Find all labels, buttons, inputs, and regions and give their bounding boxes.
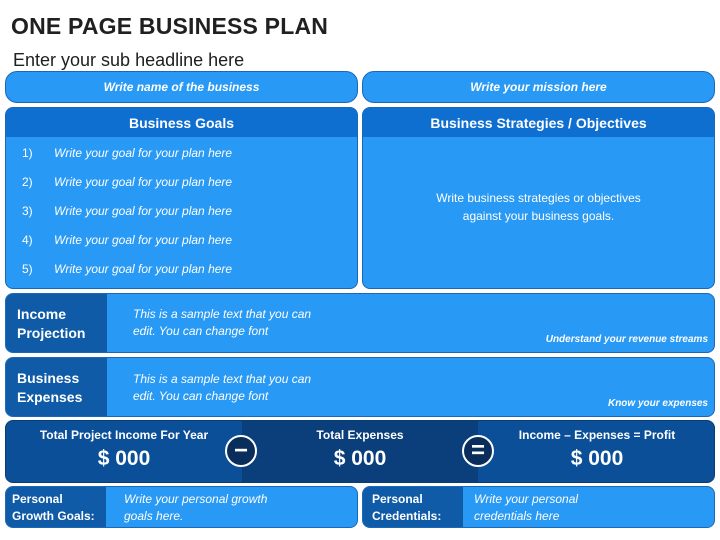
total-income-cell: Total Project Income For Year $ 000 [6,421,242,482]
profit-label: Income – Expenses = Profit [518,428,676,442]
goal-text: Write your goal for your plan here [54,175,233,189]
expenses-label-line-1: Business [17,370,80,386]
goal-item[interactable]: 5) Write your goal for your plan here [22,262,357,288]
income-projection-text[interactable]: This is a sample text that you can edit.… [133,306,311,340]
income-projection-label: Income Projection [6,294,107,352]
growth-text-line-2: goals here. [124,509,184,523]
business-name-text: Write name of the business [103,80,260,94]
personal-growth-goals-text[interactable]: Write your personal growth goals here. [124,491,267,525]
strategies-text[interactable]: Write business strategies or objectives … [363,152,714,262]
expenses-note: Know your expenses [607,398,708,409]
business-name-field[interactable]: Write name of the business [5,71,358,103]
goal-number: 1) [22,146,33,160]
goal-number: 2) [22,175,33,189]
goal-item[interactable]: 3) Write your goal for your plan here [22,204,357,233]
personal-credentials-text[interactable]: Write your personal credentials here [474,491,578,525]
total-expenses-cell: Total Expenses $ 000 [242,421,478,482]
equals-icon: = [462,435,494,467]
strategies-line-1: Write business strategies or objectives [436,191,641,205]
goal-text: Write your goal for your plan here [54,262,233,276]
growth-label-line-1: Personal [12,492,63,506]
page-subtitle: Enter your sub headline here [13,50,245,70]
growth-label-line-2: Growth Goals: [12,509,95,523]
business-expenses-label: Business Expenses [6,358,107,416]
goal-text: Write your goal for your plan here [54,204,233,218]
expenses-label-line-2: Expenses [17,389,83,405]
goal-item[interactable]: 1) Write your goal for your plan here [22,146,357,175]
credentials-text-line-1: Write your personal [474,492,579,506]
minus-icon: − [225,435,257,467]
income-text-line-2: edit. You can change font [133,324,269,338]
personal-growth-goals-box: Personal Growth Goals: Write your person… [5,486,358,528]
income-text-line-1: This is a sample text that you can [133,307,312,321]
total-income-label: Total Project Income For Year [39,428,209,442]
credentials-label-line-1: Personal [372,492,423,506]
income-label-line-1: Income [17,306,67,322]
business-goals-heading: Business Goals [6,108,357,137]
expenses-text-line-1: This is a sample text that you can [133,372,312,386]
page-title: ONE PAGE BUSINESS PLAN [11,13,329,39]
income-label-line-2: Projection [17,325,86,341]
business-strategies-heading: Business Strategies / Objectives [363,108,714,137]
credentials-label-line-2: Credentials: [372,509,442,523]
profit-cell: Income – Expenses = Profit $ 000 [478,421,714,482]
goals-list: 1) Write your goal for your plan here 2) W… [6,137,357,288]
goal-number: 5) [22,262,33,276]
personal-growth-goals-label: Personal Growth Goals: [6,487,106,527]
total-expenses-value[interactable]: $ 000 [333,447,387,470]
business-goals-panel: Business Goals 1) Write your goal for you… [5,107,358,289]
goal-number: 4) [22,233,33,247]
business-expenses-row: Business Expenses This is a sample text … [5,357,715,417]
goal-item[interactable]: 2) Write your goal for your plan here [22,175,357,204]
goal-item[interactable]: 4) Write your goal for your plan here [22,233,357,262]
total-expenses-label: Total Expenses [316,428,404,442]
personal-credentials-label: Personal Credentials: [363,487,463,527]
personal-credentials-box: Personal Credentials: Write your persona… [362,486,715,528]
business-expenses-text[interactable]: This is a sample text that you can edit.… [133,371,311,405]
goal-text: Write your goal for your plan here [54,146,233,160]
credentials-text-line-2: credentials here [474,509,560,523]
profit-value[interactable]: $ 000 [570,447,624,470]
income-note: Understand your revenue streams [545,334,708,345]
profit-calculation-bar: Total Project Income For Year $ 000 Tota… [5,420,715,483]
expenses-text-line-2: edit. You can change font [133,389,269,403]
strategies-line-2: against your business goals. [462,209,615,223]
growth-text-line-1: Write your personal growth [124,492,268,506]
mission-field[interactable]: Write your mission here [362,71,715,103]
goal-text: Write your goal for your plan here [54,233,233,247]
mission-text: Write your mission here [470,80,607,94]
total-income-value[interactable]: $ 000 [97,447,151,470]
goal-number: 3) [22,204,33,218]
business-strategies-panel: Business Strategies / Objectives Write b… [362,107,715,289]
income-projection-row: Income Projection This is a sample text … [5,293,715,353]
